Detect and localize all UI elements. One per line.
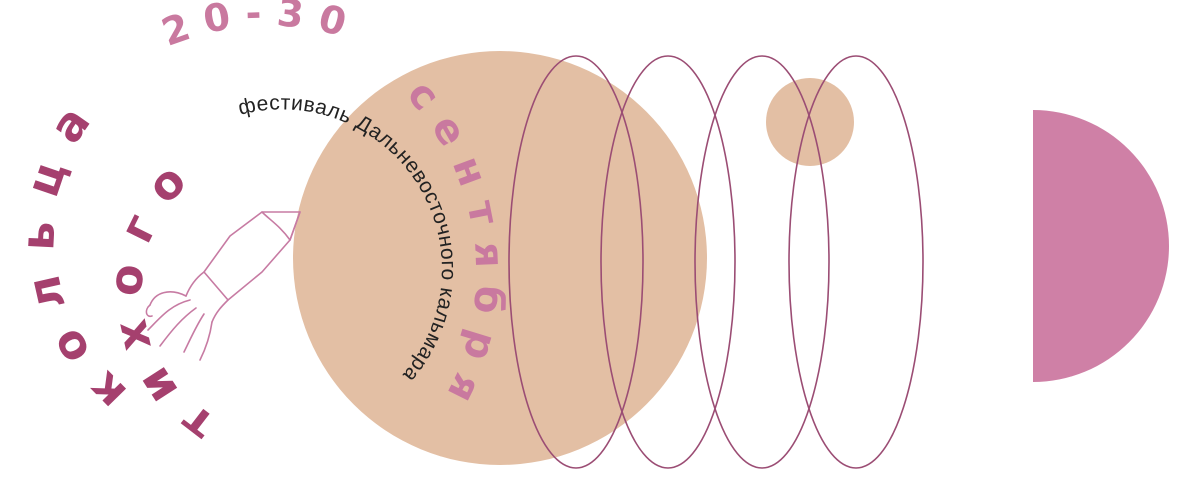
ring-group bbox=[508, 55, 924, 469]
ring-3 bbox=[694, 55, 830, 469]
festival-dates: 20-30 bbox=[156, 0, 364, 55]
ring-2 bbox=[600, 55, 736, 469]
half-disc bbox=[1033, 110, 1169, 382]
title-word-tihogo: тихого bbox=[97, 139, 223, 454]
squid-icon bbox=[145, 211, 301, 361]
ring-4 bbox=[788, 55, 924, 469]
small-peach-circle bbox=[766, 78, 854, 166]
large-peach-circle bbox=[293, 51, 707, 465]
ring-1 bbox=[508, 55, 644, 469]
